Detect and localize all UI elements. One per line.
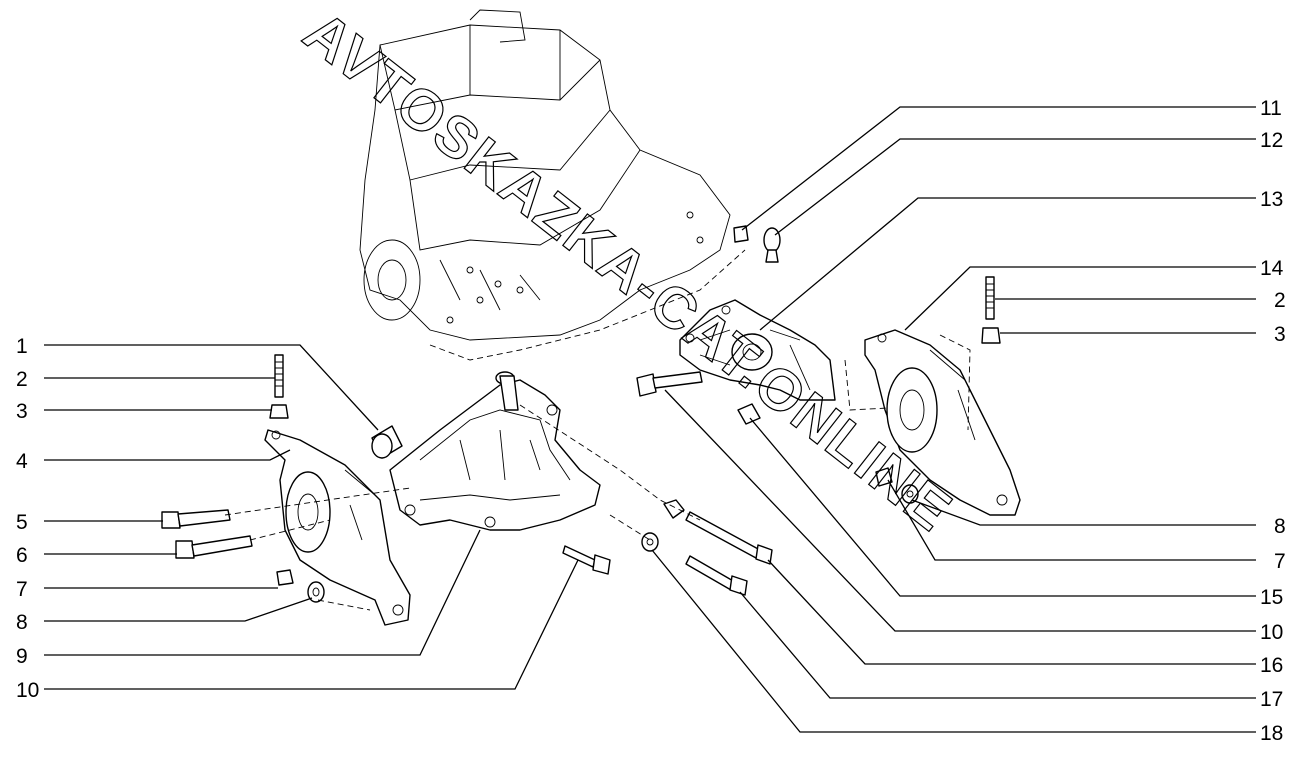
- callout-18: 18: [1260, 722, 1283, 745]
- callout-1: 1: [16, 335, 28, 358]
- callout-10: 10: [16, 679, 39, 702]
- left-engine-mount: [264, 429, 411, 626]
- callouts-left: 1 2 3 4 5 6 7 8 9 10: [16, 335, 39, 702]
- callout-7: 7: [16, 578, 28, 601]
- engine-block: [359, 9, 746, 361]
- callout-6: 6: [16, 544, 28, 567]
- callout-11: 11: [1260, 97, 1282, 120]
- watermark: AVTOSKAZKA-CAT.ONLINE: [291, 0, 965, 545]
- leader-lines: [44, 106, 1256, 733]
- callouts-right: 11 12 13 14 2 3 8 7 15 10 16 17 18: [1260, 97, 1286, 745]
- right-bracket: [679, 299, 836, 425]
- callout-5: 5: [16, 511, 28, 534]
- alignment-lines: [224, 334, 971, 611]
- callout-4: 4: [16, 450, 28, 473]
- callout-3: 3: [16, 400, 28, 423]
- callout-10-right: 10: [1260, 621, 1283, 644]
- callout-8: 8: [16, 611, 28, 634]
- callout-9: 9: [16, 645, 28, 668]
- callout-12: 12: [1260, 129, 1283, 152]
- callout-14: 14: [1260, 257, 1284, 280]
- right-engine-mount: [864, 329, 1021, 516]
- callout-13: 13: [1260, 188, 1283, 211]
- callout-16: 16: [1260, 654, 1283, 677]
- callout-7-right: 7: [1274, 550, 1286, 573]
- bushing: [371, 425, 403, 459]
- callout-3-right: 3: [1274, 323, 1286, 346]
- callout-2-right: 2: [1274, 289, 1286, 312]
- left-fasteners: [161, 354, 773, 603]
- callout-15: 15: [1260, 586, 1283, 609]
- callout-8-right: 8: [1274, 515, 1286, 538]
- callout-17: 17: [1260, 688, 1283, 711]
- left-bracket: [389, 371, 601, 531]
- watermark-text: AVTOSKAZKA-CAT.ONLINE: [292, 0, 964, 544]
- right-fasteners: [636, 225, 1001, 504]
- callout-2: 2: [16, 368, 28, 391]
